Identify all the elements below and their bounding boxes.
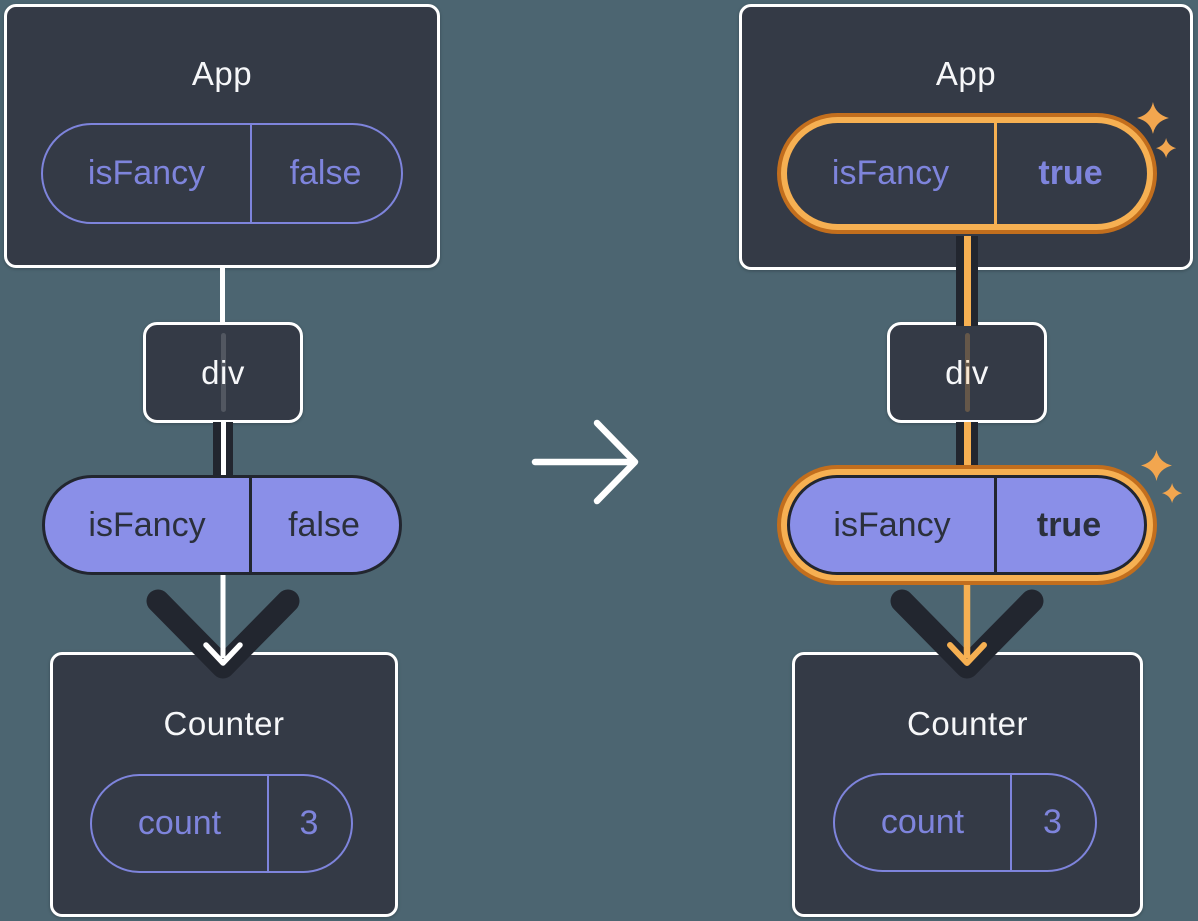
state-value: false [289,154,362,192]
component-title: div [945,353,989,391]
component-title: App [191,55,253,92]
prop-value: false [288,505,360,544]
pill-divider [249,478,252,572]
pill-divider [994,123,997,224]
component-title: Counter [163,705,285,742]
pill-divider [267,776,269,871]
state-pill: count 3 [90,774,353,873]
prop-pill-highlighted: isFancy true [787,475,1147,575]
prop-pill: isFancy false [42,475,402,575]
state-name: count [880,803,965,841]
state-value: true [1038,154,1103,192]
component-title: Counter [907,705,1028,742]
component-box-div: div [887,322,1047,423]
prop-name: isFancy [88,505,206,544]
pipe-ghost-line [220,333,226,412]
state-name: count [137,804,222,842]
state-pill: isFancy false [41,123,403,224]
state-value: 3 [1043,803,1062,841]
pill-divider [994,478,997,572]
component-box-div: div [143,322,303,423]
component-title: div [201,353,245,391]
prop-flow-line [220,422,226,478]
state-value: 3 [299,804,319,842]
pill-divider [1010,775,1012,870]
state-pill: count 3 [833,773,1097,872]
prop-flow-line [963,422,971,478]
prop-value: true [1036,505,1102,544]
pipe-ghost-line [964,333,970,412]
state-name: isFancy [831,154,950,192]
prop-name: isFancy [833,505,951,544]
tree-edge [220,266,225,324]
pill-divider [250,125,252,222]
state-name: isFancy [87,154,206,192]
component-title: App [935,55,997,92]
state-pill-highlighted: isFancy true [787,123,1147,224]
prop-flow-line [963,236,971,326]
